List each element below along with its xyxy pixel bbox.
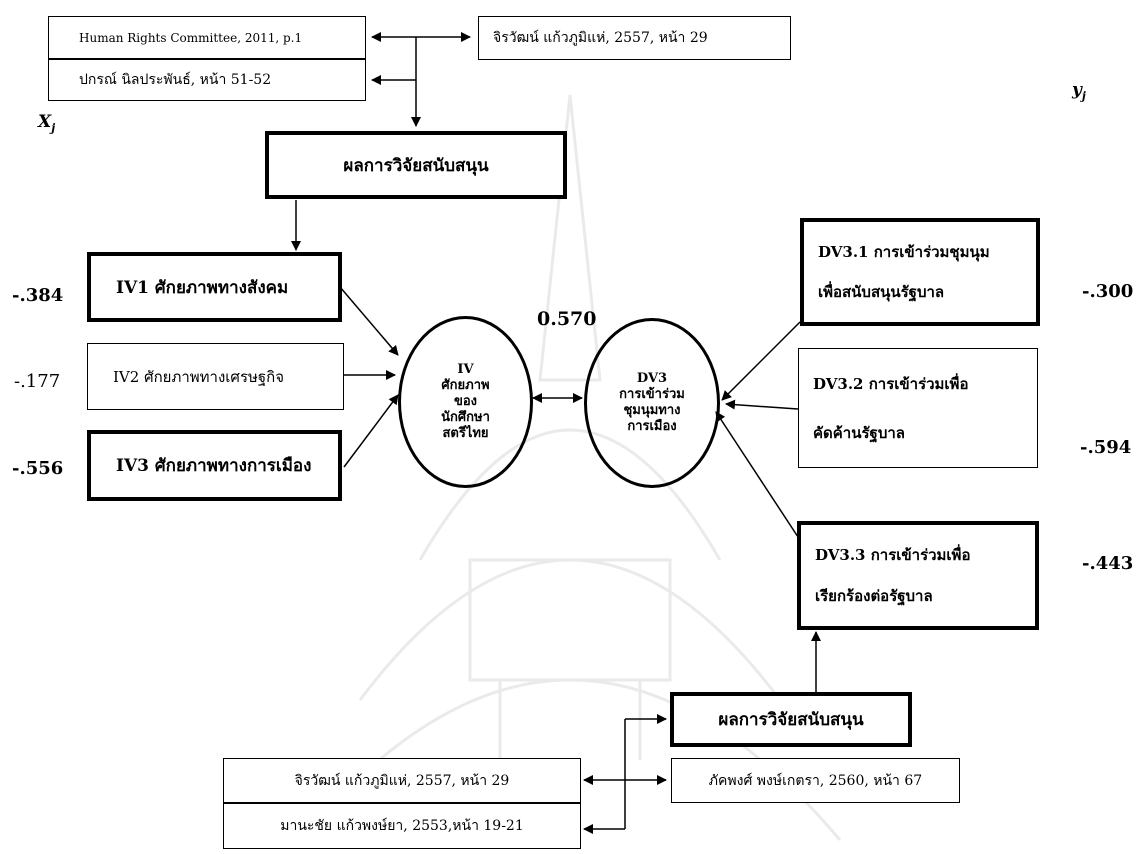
dv31-box: DV3.1 การเข้าร่วมชุมนุม เพื่อสนับสนุนรัฐ… — [800, 218, 1040, 326]
dv32-line1: DV3.2 การเข้าร่วมเพื่อ — [813, 374, 969, 393]
dv33-line1: DV3.3 การเข้าร่วมเพื่อ — [815, 546, 971, 565]
dv31-line2: เพื่อสนับสนุนรัฐบาล — [818, 283, 945, 301]
ref-box-top-2: ปกรณ์ นิลประพันธ์, หน้า 51-52 — [48, 59, 366, 101]
support-box-top: ผลการวิจัยสนับสนุน — [265, 131, 567, 199]
iv-ellipse-line: สตรีไทย — [442, 426, 489, 441]
dv33-box: DV3.3 การเข้าร่วมเพื่อ เรียกร้องต่อรัฐบา… — [797, 521, 1039, 630]
x-axis-label: Xj — [38, 112, 56, 135]
dv31-value: -.300 — [1082, 281, 1134, 302]
ref-box-bottom-3: ภัคพงศ์ พงษ์เกตรา, 2560, หน้า 67 — [671, 758, 960, 803]
ref-box-top-1: Human Rights Committee, 2011, p.1 — [48, 16, 366, 59]
dv33-line2: เรียกร้องต่อรัฐบาล — [815, 586, 933, 605]
dv33-value: -.443 — [1082, 553, 1134, 574]
dv32-line2: คัดค้านรัฐบาล — [813, 423, 905, 442]
iv2-value: -.177 — [14, 371, 61, 392]
iv-ellipse-line: นักศึกษา — [441, 410, 490, 425]
iv3-value: -.556 — [12, 458, 64, 479]
iv2-box: IV2 ศักยภาพทางเศรษฐกิจ — [87, 343, 344, 410]
dv-ellipse-line: การเมือง — [627, 419, 677, 434]
iv3-box: IV3 ศักยภาพทางการเมือง — [87, 430, 342, 501]
dv31-line1: DV3.1 การเข้าร่วมชุมนุม — [818, 243, 990, 261]
y-axis-label: yj — [1072, 80, 1086, 103]
iv-ellipse-line: ของ — [453, 394, 478, 409]
iv-ellipse-line: ศักยภาพ — [441, 378, 490, 393]
iv-ellipse-line: IV — [457, 362, 474, 377]
support-box-bottom: ผลการวิจัยสนับสนุน — [670, 692, 912, 747]
iv1-box: IV1 ศักยภาพทางสังคม — [87, 252, 342, 322]
ref-box-bottom-1: จิรวัฒน์ แก้วภูมิแห่, 2557, หน้า 29 — [223, 758, 581, 803]
iv1-value: -.384 — [12, 285, 64, 306]
arrow-iv3 — [343, 394, 399, 468]
correlation-value: 0.570 — [537, 308, 597, 330]
dv-ellipse-line: DV3 — [636, 371, 668, 386]
arrow-iv1 — [339, 286, 399, 356]
arrow-dv32 — [725, 399, 799, 410]
dv-ellipse-line: ชุมนุมทาง — [623, 403, 681, 418]
iv-ellipse: IV ศักยภาพ ของ นักศึกษา สตรีไทย — [398, 316, 533, 488]
arrow-dv31 — [721, 321, 801, 401]
dv32-box: DV3.2 การเข้าร่วมเพื่อ คัดค้านรัฐบาล — [798, 348, 1038, 468]
arrow-dv33 — [715, 411, 801, 541]
ref-box-bottom-2: มานะชัย แก้วพงษ์ยา, 2553,หน้า 19-21 — [223, 803, 581, 849]
dv-ellipse: DV3 การเข้าร่วม ชุมนุมทาง การเมือง — [584, 318, 720, 488]
dv32-value: -.594 — [1080, 437, 1132, 458]
dv-ellipse-line: การเข้าร่วม — [619, 387, 685, 402]
ref-box-top-3: จิรวัฒน์ แก้วภูมิแห่, 2557, หน้า 29 — [478, 16, 791, 60]
